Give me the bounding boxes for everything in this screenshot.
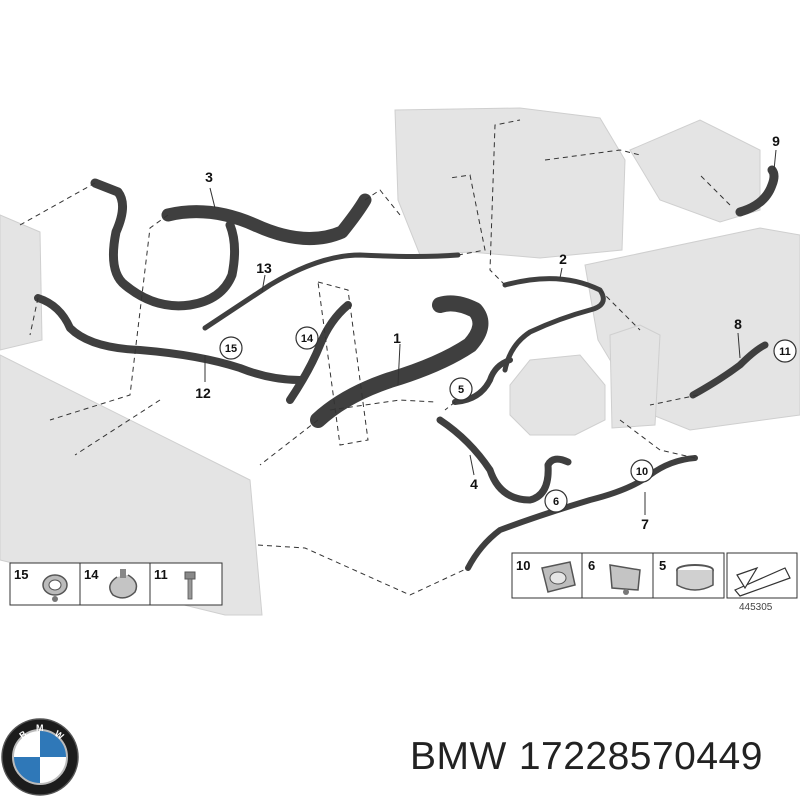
tank-side-body [609, 324, 661, 429]
callout-11: 11 [779, 346, 791, 358]
legend-number-14: 14 [84, 567, 99, 582]
callout-9: 9 [772, 133, 780, 149]
radiator-main [0, 354, 263, 616]
hose-3-upper [161, 193, 372, 246]
leader-line [699, 174, 731, 206]
spring-clamp-icon [109, 569, 138, 599]
leader-line [544, 149, 641, 161]
callout-10-circle [630, 459, 654, 483]
hose-9 [735, 165, 779, 217]
hose-5 [452, 357, 513, 405]
leader-line [74, 399, 161, 456]
leader-line [329, 399, 436, 411]
brand-part-label: BMW 17228570449 [410, 735, 775, 779]
callout-leaders [204, 149, 777, 515]
clip-clamp-icon [541, 561, 576, 593]
callout-15: 15 [225, 343, 237, 355]
callout-11-circle [773, 339, 797, 363]
engine-block [394, 107, 626, 259]
callout-10: 10 [636, 466, 648, 478]
svg-text:M: M [36, 723, 44, 733]
callout-5: 5 [458, 384, 464, 396]
background-components [0, 107, 800, 616]
callout-leader [469, 454, 475, 476]
leader-lines [19, 119, 731, 596]
legend-number-11: 11 [154, 567, 168, 582]
callout-14-circle [295, 326, 319, 350]
hose-8 [689, 341, 769, 399]
leader-line [649, 394, 699, 406]
leader-line [19, 182, 96, 226]
callout-2: 2 [559, 251, 567, 267]
parts-legend-left: 15 14 11 [9, 562, 223, 606]
svg-text:B: B [17, 728, 28, 740]
bracket-clamp-icon [609, 564, 641, 595]
brand-name: BMW [410, 735, 507, 778]
hose-14 [286, 301, 352, 404]
callout-13: 13 [256, 260, 272, 276]
bolt-icon [184, 571, 196, 600]
callout-numbers: 1 2 3 4 7 8 9 12 13 [195, 133, 780, 532]
callout-6: 6 [553, 496, 559, 508]
leader-line [364, 189, 401, 216]
parts-legend-right: 10 6 5 445305 [511, 552, 798, 613]
legend-number-6: 6 [588, 558, 595, 573]
bmw-logo: B M W [1, 718, 79, 796]
hoses [34, 165, 779, 571]
hose-clamp-icon [42, 574, 68, 602]
band-clamp-icon [676, 564, 714, 591]
callout-leader [261, 274, 266, 293]
callout-12: 12 [195, 385, 211, 401]
callout-4: 4 [470, 476, 478, 492]
callout-7: 7 [641, 516, 649, 532]
radiator-left [0, 214, 43, 351]
hose-3 [90, 178, 240, 311]
expansion-tank [509, 354, 606, 436]
callout-8: 8 [734, 316, 742, 332]
leader-line [444, 401, 456, 411]
part-number: 17228570449 [518, 735, 763, 778]
leader-line [259, 419, 319, 466]
callout-15-circle [219, 336, 243, 360]
oil-filter-housing [629, 119, 761, 223]
callout-1: 1 [393, 330, 401, 346]
legend-number-15: 15 [14, 567, 28, 582]
callout-6-circle [544, 489, 568, 513]
part-14-bracket [317, 281, 369, 446]
leader-line [449, 174, 486, 256]
callout-5-circle [449, 377, 473, 401]
callout-leader [737, 332, 741, 359]
leader-line [257, 544, 469, 596]
hose-7 [465, 455, 698, 571]
leader-line [599, 289, 641, 331]
hose-13 [202, 252, 461, 331]
leader-line [489, 119, 521, 286]
callout-leader [209, 187, 216, 209]
hose-12 [34, 294, 304, 384]
callout-leader [397, 343, 401, 386]
circled-callouts: 5 6 10 11 14 15 [219, 326, 797, 513]
callout-leader [559, 267, 563, 279]
leader-line [49, 214, 169, 421]
hose-1 [310, 295, 489, 428]
direction-arrow-icon [734, 566, 791, 597]
callout-3: 3 [205, 169, 213, 185]
leader-line [29, 297, 39, 336]
leader-line [619, 419, 696, 459]
hose-4 [436, 416, 572, 504]
callout-14: 14 [301, 333, 314, 345]
legend-number-10: 10 [516, 558, 530, 573]
legend-number-5: 5 [659, 558, 666, 573]
hose-2 [502, 276, 606, 373]
diagram-reference-number: 445305 [739, 602, 773, 613]
callout-leader [773, 149, 777, 171]
